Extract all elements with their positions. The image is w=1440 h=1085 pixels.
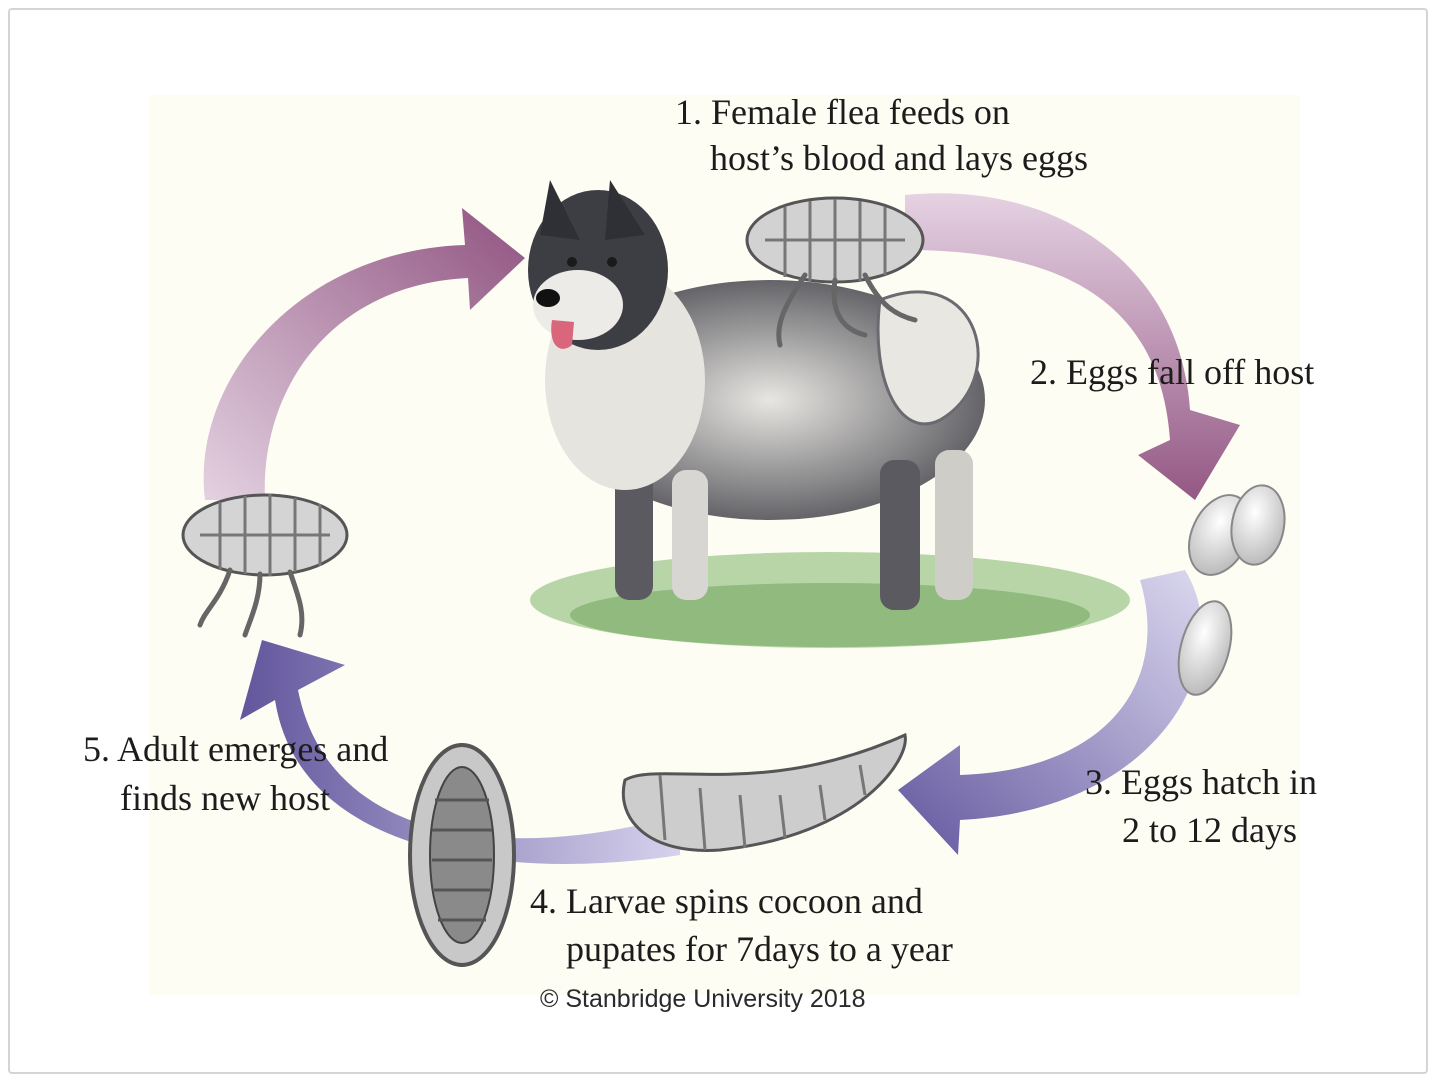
pupa-cocoon-icon [408, 743, 516, 967]
step-1-label-line1: 1. Female flea feeds on [675, 92, 1010, 132]
egg-icon [1177, 484, 1286, 696]
step-4-label-line2: pupates for 7days to a year [566, 929, 953, 969]
step-4-label-line1: 4. Larvae spins cocoon and [530, 881, 923, 921]
step-1-label-line2: host’s blood and lays eggs [710, 138, 1088, 178]
step-2-label: 2. Eggs fall off host [1030, 352, 1315, 392]
larva-icon [621, 732, 907, 852]
dog-illustration [528, 180, 1130, 648]
step-5-label-line1: 5. Adult emerges and [83, 729, 389, 769]
step-3-label-line2: 2 to 12 days [1122, 810, 1297, 850]
step-3-label-line1: 3. Eggs hatch in [1085, 762, 1317, 802]
cycle-arrow-icon [203, 193, 1240, 864]
adult-flea-icon [181, 493, 349, 638]
adult-flea-icon [745, 196, 925, 348]
copyright-notice: © Stanbridge University 2018 [540, 985, 866, 1013]
step-5-label-line2: finds new host [120, 778, 330, 818]
